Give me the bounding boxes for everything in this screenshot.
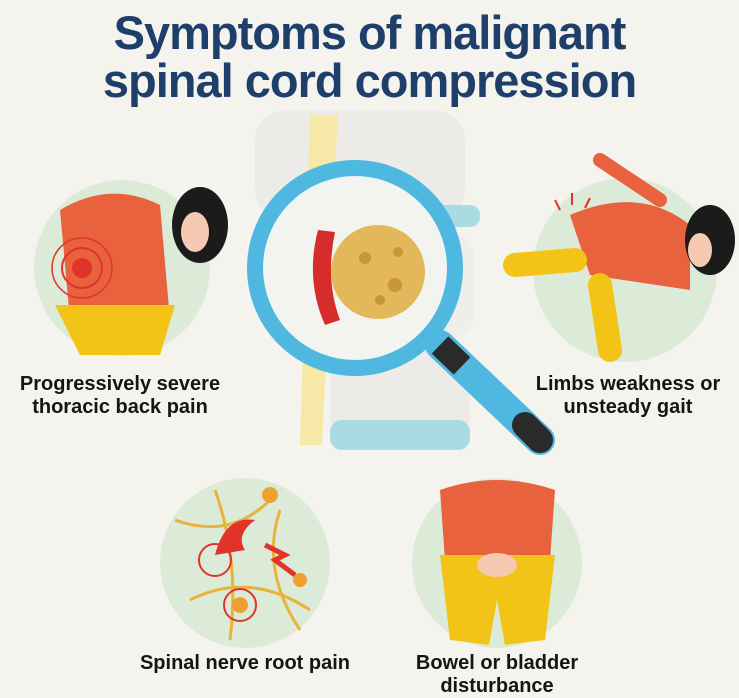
bladder-illustration <box>412 478 582 648</box>
label-line: disturbance <box>440 675 554 697</box>
falling-person-illustration <box>503 153 735 362</box>
symptom-limbs-weakness-label: Limbs weakness or unsteady gait <box>498 373 739 419</box>
symptom-bladder-label: Bowel or bladder disturbance <box>367 652 627 698</box>
label-line: Progressively severe <box>19 373 221 395</box>
label-line: Limbs weakness or <box>535 373 721 395</box>
back-pain-illustration <box>34 180 228 356</box>
label-line: thoracic back pain <box>32 396 208 418</box>
nerve-pain-illustration <box>160 478 330 648</box>
label-line: Spinal nerve root pain <box>139 652 351 674</box>
symptom-nerve-pain-label: Spinal nerve root pain <box>115 652 375 675</box>
label-line: unsteady gait <box>563 396 693 418</box>
magnifier-icon <box>247 160 555 455</box>
symptom-back-pain-label: Progressively severe thoracic back pain <box>0 373 250 419</box>
label-line: Bowel or bladder <box>415 652 579 674</box>
page-title-line2: spinal cord compression <box>102 54 637 107</box>
page-title-line1: Symptoms of malignant <box>113 6 627 59</box>
